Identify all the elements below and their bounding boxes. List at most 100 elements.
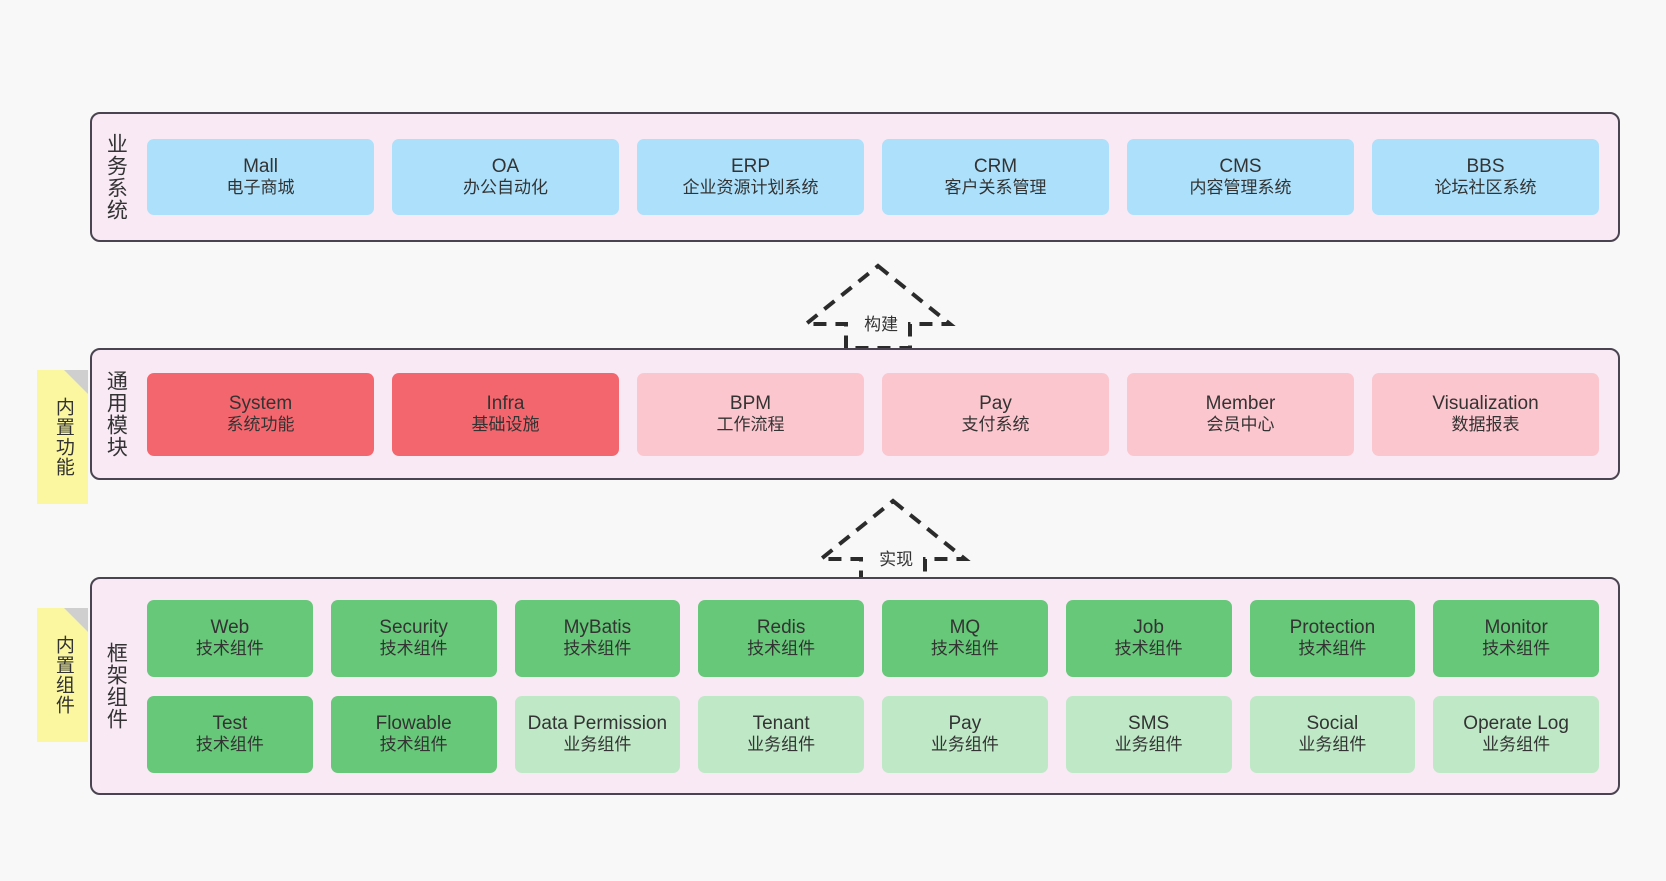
node-visualization[interactable]: Visualization 数据报表 [1372,372,1599,456]
node-subtitle: 技术组件 [930,639,999,659]
layer-business-systems: 业务系统 Mall 电子商城 OA 办公自动化 ERP 企业资源计划系统 CRM… [90,112,1620,242]
layer-body-business: Mall 电子商城 OA 办公自动化 ERP 企业资源计划系统 CRM 客户关系… [138,114,1618,240]
node-title: OA [491,155,520,177]
layer-body-module: System 系统功能 Infra 基础设施 BPM 工作流程 Pay 支付系统… [138,350,1618,478]
node-subtitle: 技术组件 [379,735,448,755]
dashed-hollow-arrow-icon [800,263,956,350]
node-job[interactable]: Job 技术组件 [1065,599,1232,677]
node-subtitle: 办公自动化 [463,178,548,198]
node-subtitle: 论坛社区系统 [1434,178,1537,198]
node-web[interactable]: Web 技术组件 [147,599,313,677]
node-title: CRM [973,155,1018,177]
node-title: Redis [756,616,806,638]
node-mq[interactable]: MQ 技术组件 [882,599,1048,677]
node-data-permission[interactable]: Data Permission 业务组件 [514,695,681,773]
node-tenant[interactable]: Tenant 业务组件 [698,695,864,773]
node-test[interactable]: Test 技术组件 [147,695,313,773]
node-title: Test [212,712,248,734]
node-bpm[interactable]: BPM 工作流程 [637,372,864,456]
node-security[interactable]: Security 技术组件 [330,599,497,677]
node-title: Monitor [1484,616,1548,638]
node-oa[interactable]: OA 办公自动化 [392,139,619,215]
node-subtitle: 数据报表 [1451,415,1520,435]
layer-body-framework: Web 技术组件 Security 技术组件 MyBatis 技术组件 Redi… [138,579,1618,793]
node-title: Visualization [1432,392,1539,414]
node-mybatis[interactable]: MyBatis 技术组件 [514,599,681,677]
layer-title-business: 业务系统 [104,133,128,221]
node-title: MyBatis [563,616,632,638]
node-title: ERP [730,155,771,177]
node-title: System [228,392,293,414]
node-subtitle: 技术组件 [747,639,816,659]
node-title: Mall [243,155,278,177]
node-sms[interactable]: SMS 业务组件 [1065,695,1232,773]
node-operate-log[interactable]: Operate Log 业务组件 [1433,695,1599,773]
node-subtitle: 业务组件 [1114,735,1183,755]
node-subtitle: 业务组件 [1298,735,1367,755]
node-member[interactable]: Member 会员中心 [1127,372,1354,456]
relation-label-implement: 实现 [879,550,914,569]
node-title: MQ [949,616,981,638]
node-title: BPM [729,392,772,414]
node-title: Infra [486,392,525,414]
node-subtitle: 企业资源计划系统 [682,178,819,198]
node-subtitle: 技术组件 [563,639,632,659]
node-subtitle: 业务组件 [747,735,816,755]
page-fold-icon [64,608,88,632]
node-title: Pay [979,392,1012,414]
node-mall[interactable]: Mall 电子商城 [147,139,374,215]
node-pay-component[interactable]: Pay 业务组件 [882,695,1048,773]
node-social[interactable]: Social 业务组件 [1249,695,1416,773]
node-erp[interactable]: ERP 企业资源计划系统 [637,139,864,215]
node-subtitle: 技术组件 [195,639,264,659]
node-subtitle: 业务组件 [930,735,999,755]
sticky-note-builtin-component[interactable]: 内置组件 [37,608,88,742]
node-title: Tenant [752,712,810,734]
node-title: Social [1306,712,1359,734]
node-cms[interactable]: CMS 内容管理系统 [1127,139,1354,215]
node-system[interactable]: System 系统功能 [147,372,374,456]
node-title: Job [1133,616,1164,638]
node-title: Web [210,616,250,638]
dashed-hollow-arrow-icon [815,498,971,585]
node-protection[interactable]: Protection 技术组件 [1249,599,1416,677]
layer-row: System 系统功能 Infra 基础设施 BPM 工作流程 Pay 支付系统… [147,372,1599,456]
layer-framework-components: 框架组件 Web 技术组件 Security 技术组件 MyBatis 技术组件… [90,577,1620,795]
node-subtitle: 技术组件 [195,735,264,755]
sticky-note-label: 内置组件 [52,635,74,715]
relation-arrow-build: 构建 [800,262,956,350]
node-monitor[interactable]: Monitor 技术组件 [1433,599,1599,677]
layer-row: Test 技术组件 Flowable 技术组件 Data Permission … [147,695,1599,773]
node-title: CMS [1219,155,1262,177]
node-title: Protection [1289,616,1376,638]
node-subtitle: 会员中心 [1206,415,1275,435]
node-title: Data Permission [527,712,668,734]
node-pay[interactable]: Pay 支付系统 [882,372,1109,456]
relation-arrow-implement: 实现 [815,497,971,585]
node-title: Flowable [375,712,452,734]
node-title: BBS [1466,155,1505,177]
node-infra[interactable]: Infra 基础设施 [392,372,619,456]
node-bbs[interactable]: BBS 论坛社区系统 [1372,139,1599,215]
node-title: SMS [1128,712,1170,734]
relation-label-build: 构建 [864,315,899,334]
node-crm[interactable]: CRM 客户关系管理 [882,139,1109,215]
node-title: Pay [948,712,982,734]
layer-title-framework: 框架组件 [104,642,128,730]
node-redis[interactable]: Redis 技术组件 [698,599,864,677]
node-subtitle: 工作流程 [716,415,785,435]
node-subtitle: 技术组件 [1114,639,1183,659]
layer-title-module: 通用模块 [104,370,128,458]
node-subtitle: 客户关系管理 [944,178,1047,198]
node-subtitle: 业务组件 [563,735,632,755]
node-title: Security [379,616,448,638]
sticky-note-builtin-function[interactable]: 内置功能 [37,370,88,504]
node-subtitle: 内容管理系统 [1189,178,1292,198]
node-subtitle: 技术组件 [1298,639,1367,659]
node-subtitle: 技术组件 [1482,639,1551,659]
node-subtitle: 业务组件 [1482,735,1551,755]
node-flowable[interactable]: Flowable 技术组件 [330,695,497,773]
node-subtitle: 电子商城 [226,178,295,198]
node-title: Member [1205,392,1276,414]
